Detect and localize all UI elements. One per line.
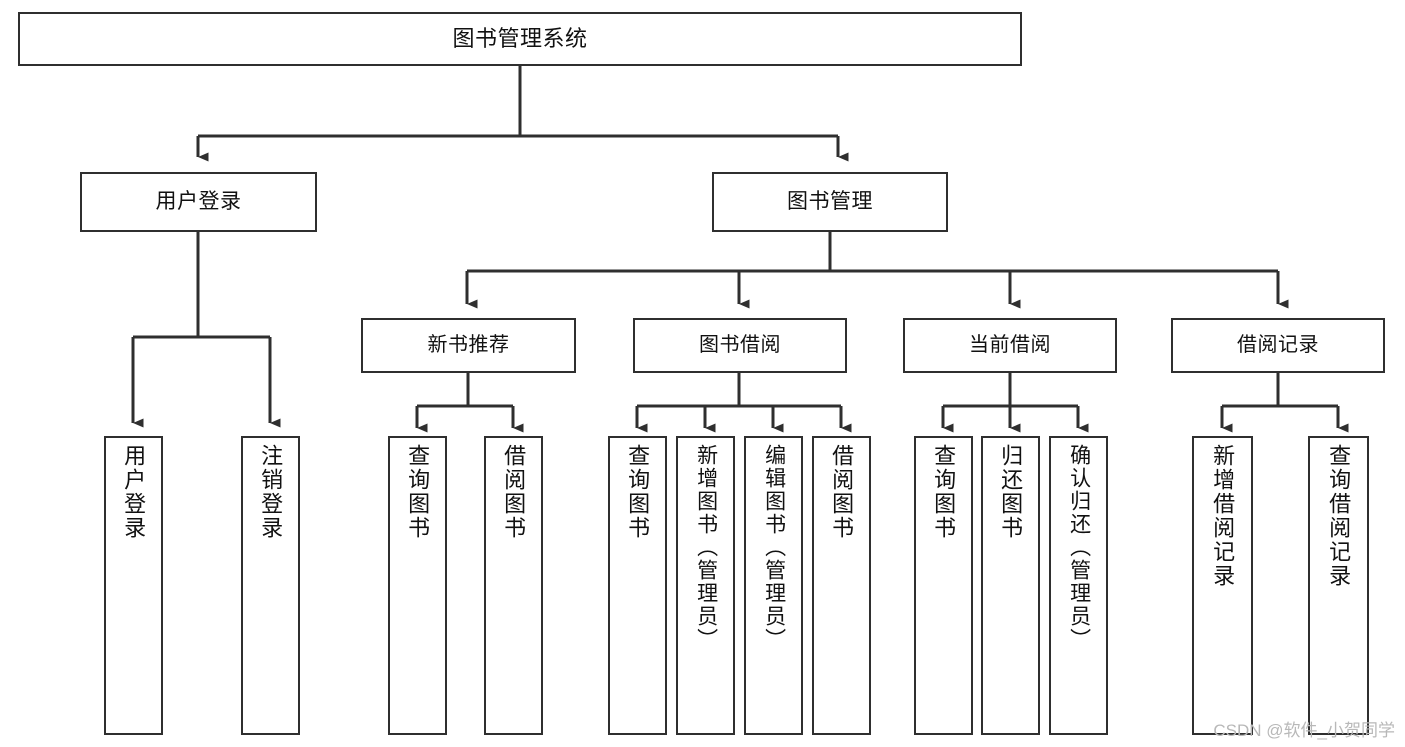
leaf-recommend-query-book[interactable]: 查询图书 bbox=[388, 436, 447, 735]
node-label: 图书借阅 bbox=[699, 334, 781, 357]
leaf-user-login-signin[interactable]: 用户登录 bbox=[104, 436, 163, 735]
node-label: 查询借阅记录 bbox=[1326, 444, 1352, 588]
node-label: 用户登录 bbox=[155, 190, 242, 214]
node-label: 注销登录 bbox=[258, 444, 284, 540]
leaf-borrow-edit-book-admin[interactable]: 编辑图书（管理员） bbox=[744, 436, 803, 735]
node-label: 新书推荐 bbox=[427, 334, 510, 357]
leaf-record-query-record[interactable]: 查询借阅记录 bbox=[1308, 436, 1369, 735]
leaf-user-login-signout[interactable]: 注销登录 bbox=[241, 436, 300, 735]
node-label: 借阅图书 bbox=[501, 444, 527, 540]
node-user-login[interactable]: 用户登录 bbox=[80, 172, 317, 232]
node-borrow-record[interactable]: 借阅记录 bbox=[1171, 318, 1385, 373]
node-label: 确认归还（管理员） bbox=[1067, 444, 1091, 651]
node-label: 编辑图书（管理员） bbox=[762, 444, 786, 651]
node-book-management[interactable]: 图书管理 bbox=[712, 172, 948, 232]
node-label: 当前借阅 bbox=[969, 334, 1051, 357]
leaf-recommend-borrow-book[interactable]: 借阅图书 bbox=[484, 436, 543, 735]
node-label: 新增图书（管理员） bbox=[694, 444, 718, 651]
node-book-borrow[interactable]: 图书借阅 bbox=[633, 318, 847, 373]
leaf-borrow-query-book[interactable]: 查询图书 bbox=[608, 436, 667, 735]
node-new-book-recommend[interactable]: 新书推荐 bbox=[361, 318, 576, 373]
node-current-borrow[interactable]: 当前借阅 bbox=[903, 318, 1117, 373]
node-label: 新增借阅记录 bbox=[1210, 444, 1236, 588]
node-label: 查询图书 bbox=[931, 444, 957, 540]
node-label: 借阅图书 bbox=[829, 444, 855, 540]
leaf-borrow-borrow-book[interactable]: 借阅图书 bbox=[812, 436, 871, 735]
leaf-current-return-book[interactable]: 归还图书 bbox=[981, 436, 1040, 735]
leaf-record-add-record[interactable]: 新增借阅记录 bbox=[1192, 436, 1253, 735]
leaf-borrow-add-book-admin[interactable]: 新增图书（管理员） bbox=[676, 436, 735, 735]
leaf-current-query-book[interactable]: 查询图书 bbox=[914, 436, 973, 735]
node-root-system[interactable]: 图书管理系统 bbox=[18, 12, 1022, 66]
node-label: 图书管理 bbox=[787, 190, 873, 214]
node-label: 查询图书 bbox=[625, 444, 651, 540]
leaf-current-confirm-return-admin[interactable]: 确认归还（管理员） bbox=[1049, 436, 1108, 735]
node-label: 归还图书 bbox=[998, 444, 1024, 540]
node-label: 借阅记录 bbox=[1237, 334, 1319, 357]
node-label: 图书管理系统 bbox=[452, 25, 588, 51]
watermark-text: CSDN @软件_小贺同学 bbox=[1213, 721, 1395, 740]
node-label: 查询图书 bbox=[405, 444, 431, 540]
node-label: 用户登录 bbox=[121, 444, 147, 540]
